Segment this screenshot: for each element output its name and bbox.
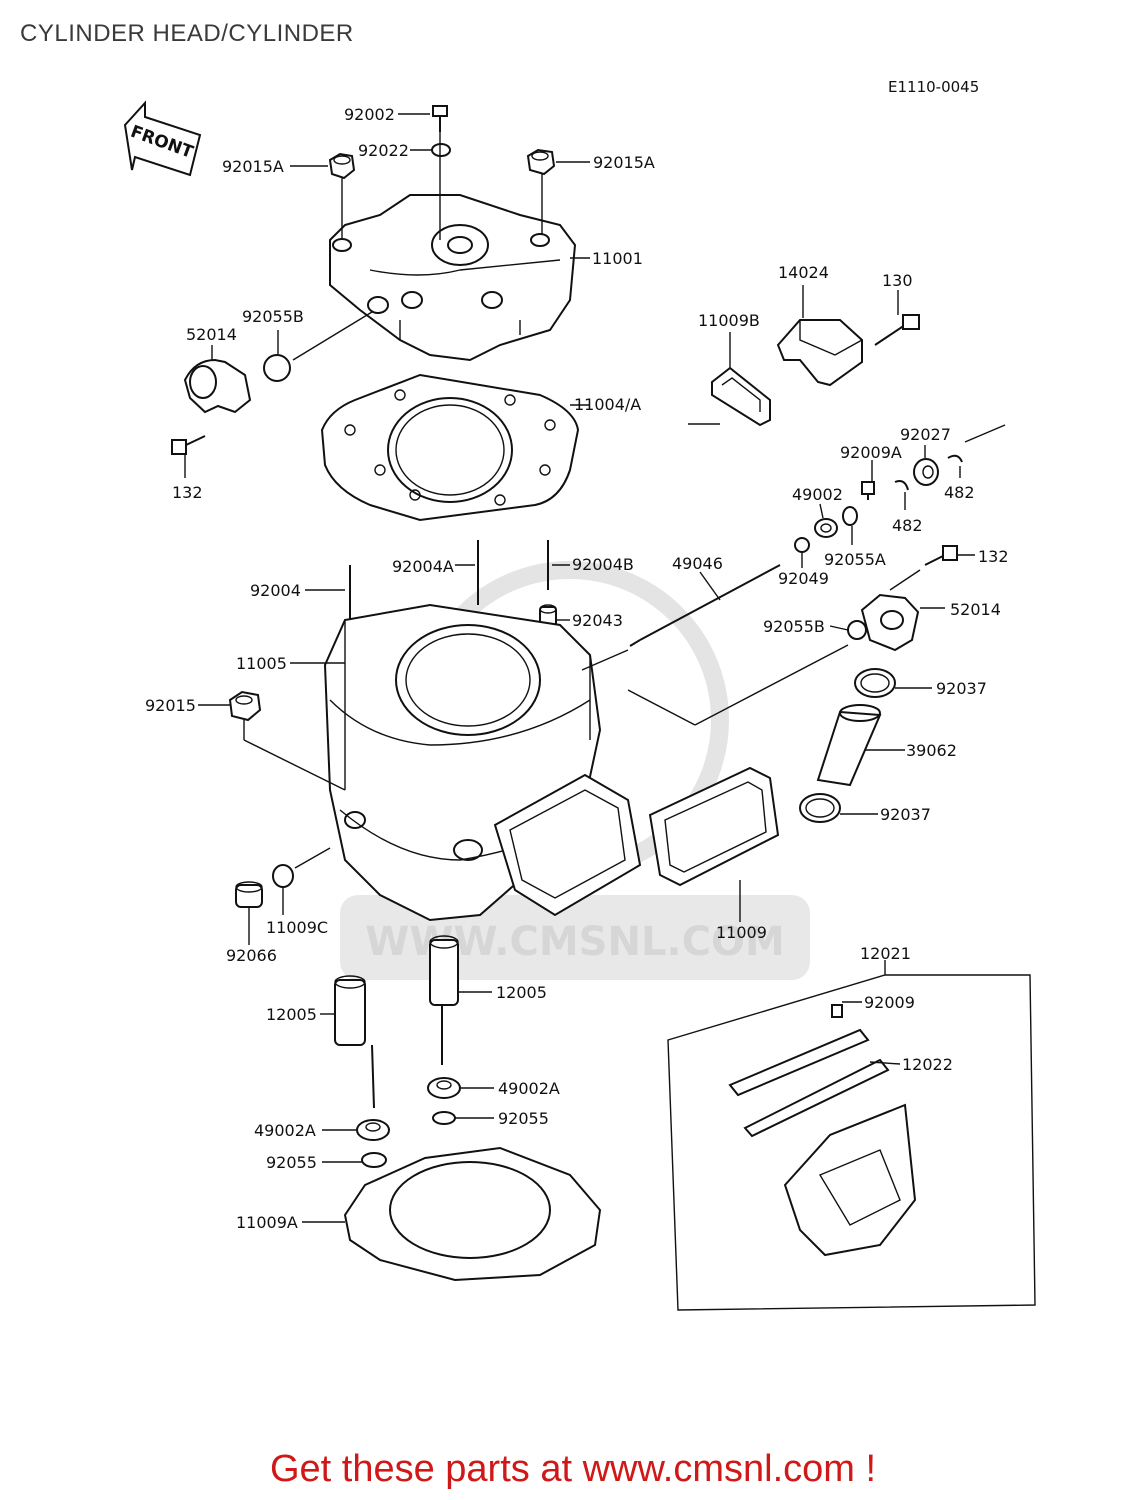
part-130-bolt xyxy=(874,314,920,346)
part-92066-plug xyxy=(235,881,263,908)
label-39062: 39062 xyxy=(906,741,957,760)
part-92037-clamp-bottom xyxy=(799,793,841,823)
label-482-left: 482 xyxy=(892,516,923,535)
part-14024-cover xyxy=(776,319,863,387)
label-12005-right: 12005 xyxy=(496,983,547,1002)
part-52014-fitting-left xyxy=(183,358,252,414)
label-92037-top: 92037 xyxy=(936,679,987,698)
label-92055-right: 92055 xyxy=(498,1109,549,1128)
label-92037-bottom: 92037 xyxy=(880,805,931,824)
part-11001-cylinder-head xyxy=(329,194,577,362)
part-92002-bolt xyxy=(432,105,448,132)
part-52014-fitting-right xyxy=(860,593,920,652)
label-11009A: 11009A xyxy=(236,1213,298,1232)
label-49002A-left: 49002A xyxy=(254,1121,316,1140)
part-49002-bushing xyxy=(814,518,838,538)
part-482-clip-left xyxy=(894,480,909,491)
label-12005-left: 12005 xyxy=(266,1005,317,1024)
guide-lines-head xyxy=(341,132,543,240)
part-92027-washer xyxy=(913,458,939,486)
label-482-right: 482 xyxy=(944,483,975,502)
label-11009C: 11009C xyxy=(266,918,328,937)
part-11009B-gasket xyxy=(711,366,771,427)
label-49002: 49002 xyxy=(792,485,843,504)
part-39062-hose xyxy=(816,704,882,787)
part-12005-valve-left xyxy=(334,975,375,1109)
part-49002A-bushing-left xyxy=(356,1119,390,1141)
part-92055-oring-left xyxy=(361,1152,387,1168)
label-92009A: 92009A xyxy=(840,443,902,462)
label-11004A: 11004/A xyxy=(574,395,641,414)
footer-cta: Get these parts at www.cmsnl.com ! xyxy=(269,1448,877,1490)
label-11009: 11009 xyxy=(716,923,767,942)
label-92004B: 92004B xyxy=(572,555,634,574)
label-92066: 92066 xyxy=(226,946,277,965)
part-cylinder-intake-port xyxy=(493,773,642,917)
part-482-clip-right xyxy=(947,454,963,463)
part-49046-shaft xyxy=(629,564,781,647)
label-14024: 14024 xyxy=(778,263,829,282)
label-92055B-mid: 92055B xyxy=(763,617,825,636)
label-92004: 92004 xyxy=(250,581,301,600)
part-92055B-oring-mid xyxy=(847,620,867,640)
label-49046: 49046 xyxy=(672,554,723,573)
label-92055B-top: 92055B xyxy=(242,307,304,326)
front-arrow-icon: FRONT xyxy=(123,100,202,177)
label-92004A: 92004A xyxy=(392,557,454,576)
part-92055A-oring xyxy=(842,506,858,526)
label-92027: 92027 xyxy=(900,425,951,444)
exploded-parts-diagram: WWW.CMSNL.COM FRONT xyxy=(123,100,1036,1311)
part-132-bolt-left xyxy=(171,435,206,455)
part-92015-nut xyxy=(228,690,262,722)
part-92009A-screw xyxy=(861,481,875,500)
part-12021-reed-valve-box xyxy=(667,974,1036,1311)
label-52014-left: 52014 xyxy=(186,325,237,344)
label-92049: 92049 xyxy=(778,569,829,588)
part-92055-oring-right xyxy=(432,1111,456,1125)
label-12021: 12021 xyxy=(860,944,911,963)
label-92043: 92043 xyxy=(572,611,623,630)
label-49002A-right: 49002A xyxy=(498,1079,560,1098)
part-11009C-washer xyxy=(272,864,294,888)
part-49002A-bushing-right xyxy=(427,1077,461,1099)
part-92015A-nut-left xyxy=(328,152,356,180)
label-132-right: 132 xyxy=(978,547,1009,566)
part-11009-reed-gasket xyxy=(648,766,780,887)
part-12005-valve-right xyxy=(429,935,459,1065)
label-92009: 92009 xyxy=(864,993,915,1012)
part-92049-seal xyxy=(794,537,810,553)
label-11009B: 11009B xyxy=(698,311,760,330)
label-52014-right: 52014 xyxy=(950,600,1001,619)
label-92002: 92002 xyxy=(344,105,395,124)
label-11005: 11005 xyxy=(236,654,287,673)
label-92055-left: 92055 xyxy=(266,1153,317,1172)
label-92015: 92015 xyxy=(145,696,196,715)
page-title: CYLINDER HEAD/CYLINDER xyxy=(20,20,354,47)
label-92022: 92022 xyxy=(358,141,409,160)
diagram-code: E1110-0045 xyxy=(888,78,980,96)
label-130: 130 xyxy=(882,271,913,290)
part-92009-screw xyxy=(831,1004,843,1018)
part-11004A-head-gasket xyxy=(320,373,580,522)
label-11001: 11001 xyxy=(592,249,643,268)
part-11009A-base-gasket xyxy=(343,1146,602,1282)
part-132-bolt-right xyxy=(924,545,958,566)
label-12022: 12022 xyxy=(902,1055,953,1074)
leader-lines xyxy=(184,113,975,1223)
label-92055A: 92055A xyxy=(824,550,886,569)
part-92004-studs xyxy=(349,540,549,620)
part-92015A-nut-right xyxy=(526,148,556,176)
label-92015A-right: 92015A xyxy=(593,153,655,172)
label-132-left: 132 xyxy=(172,483,203,502)
part-92037-clamp-top xyxy=(854,668,896,698)
part-labels: 92002 92022 92015A 92015A 11001 92055B 5… xyxy=(145,105,1009,1232)
label-92015A-left: 92015A xyxy=(222,157,284,176)
part-92055B-oring-top xyxy=(263,354,291,382)
part-92022-washer xyxy=(431,143,451,157)
